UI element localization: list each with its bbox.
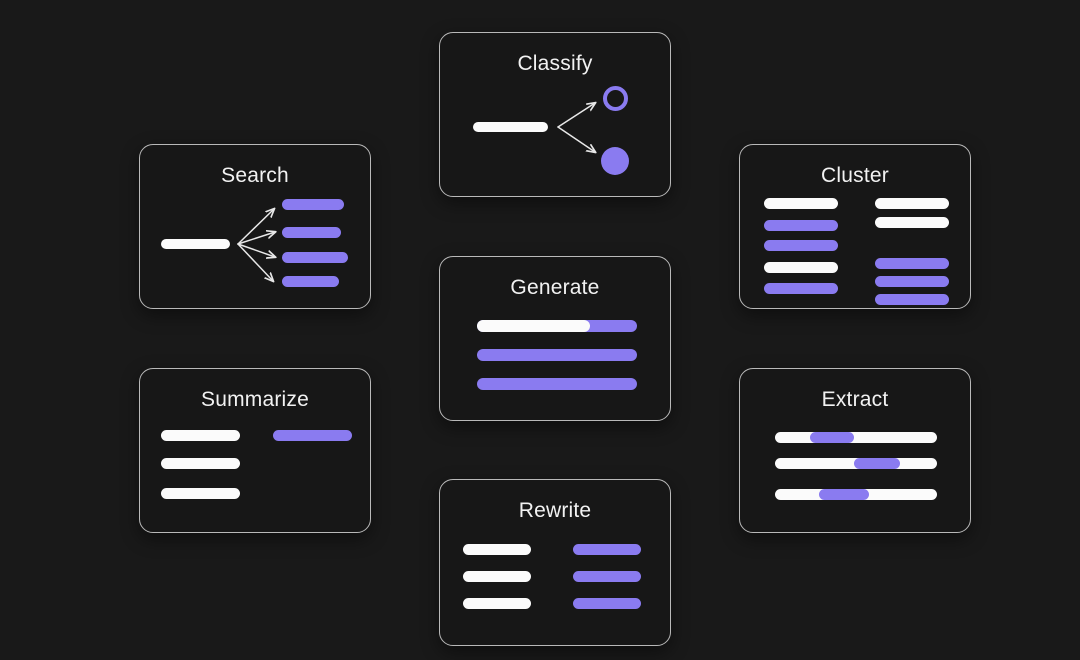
extract-row-1 <box>775 432 937 443</box>
cluster-left-row-2 <box>764 220 838 231</box>
search-result-bar-3 <box>282 252 348 263</box>
cluster-right-row-3 <box>875 258 949 269</box>
card-search[interactable]: Search <box>139 144 371 309</box>
summarize-summary-bar <box>273 430 352 441</box>
generate-row-1-white <box>477 320 590 332</box>
search-arrow-4 <box>237 243 273 281</box>
rewrite-rewritten-bar-3 <box>573 598 641 609</box>
card-title-summarize: Summarize <box>201 388 309 411</box>
card-rewrite[interactable]: Rewrite <box>439 479 671 646</box>
search-input-bar <box>161 239 230 249</box>
rewrite-original-bar-3 <box>463 598 531 609</box>
classify-category-ring <box>603 86 628 111</box>
rewrite-rewritten-bar-2 <box>573 571 641 582</box>
extract-row-1-highlight <box>810 432 854 443</box>
classify-arrow-group <box>557 33 672 198</box>
card-title-cluster: Cluster <box>821 164 889 187</box>
classify-arrow-down <box>557 126 595 152</box>
extract-row-2-highlight <box>854 458 900 469</box>
extract-row-2 <box>775 458 937 469</box>
classify-input-bar <box>473 122 548 132</box>
cluster-right-row-1 <box>875 198 949 209</box>
generate-row-2 <box>477 349 637 361</box>
card-summarize[interactable]: Summarize <box>139 368 371 533</box>
generate-row-3 <box>477 378 637 390</box>
search-result-bar-2 <box>282 227 341 238</box>
extract-row-3-highlight <box>819 489 869 500</box>
card-extract[interactable]: Extract <box>739 368 971 533</box>
card-classify[interactable]: Classify <box>439 32 671 197</box>
card-title-rewrite: Rewrite <box>518 499 592 522</box>
summarize-source-bar-3 <box>161 488 240 499</box>
classify-arrow-up <box>557 103 595 128</box>
summarize-source-bar-2 <box>161 458 240 469</box>
search-arrow-3 <box>237 243 275 257</box>
card-title-generate: Generate <box>510 276 600 299</box>
extract-row-3 <box>775 489 937 500</box>
cluster-left-row-1 <box>764 198 838 209</box>
cluster-left-row-3 <box>764 240 838 251</box>
rewrite-original-bar-2 <box>463 571 531 582</box>
search-result-bar-1 <box>282 199 344 210</box>
search-result-bar-4 <box>282 276 339 287</box>
rewrite-rewritten-bar-1 <box>573 544 641 555</box>
search-arrow-1 <box>237 209 274 245</box>
cluster-right-row-5 <box>875 294 949 305</box>
search-arrow-2 <box>237 232 275 245</box>
card-title-classify: Classify <box>517 52 593 75</box>
cluster-left-row-4 <box>764 262 838 273</box>
rewrite-original-bar-1 <box>463 544 531 555</box>
cluster-right-row-4 <box>875 276 949 287</box>
card-title-extract: Extract <box>821 388 889 411</box>
classify-category-dot <box>601 147 629 175</box>
card-cluster[interactable]: Cluster <box>739 144 971 309</box>
cluster-left-row-5 <box>764 283 838 294</box>
summarize-source-bar-1 <box>161 430 240 441</box>
search-arrow-group <box>237 145 372 310</box>
card-generate[interactable]: Generate <box>439 256 671 421</box>
cluster-right-row-2 <box>875 217 949 228</box>
card-title-search: Search <box>221 164 289 187</box>
